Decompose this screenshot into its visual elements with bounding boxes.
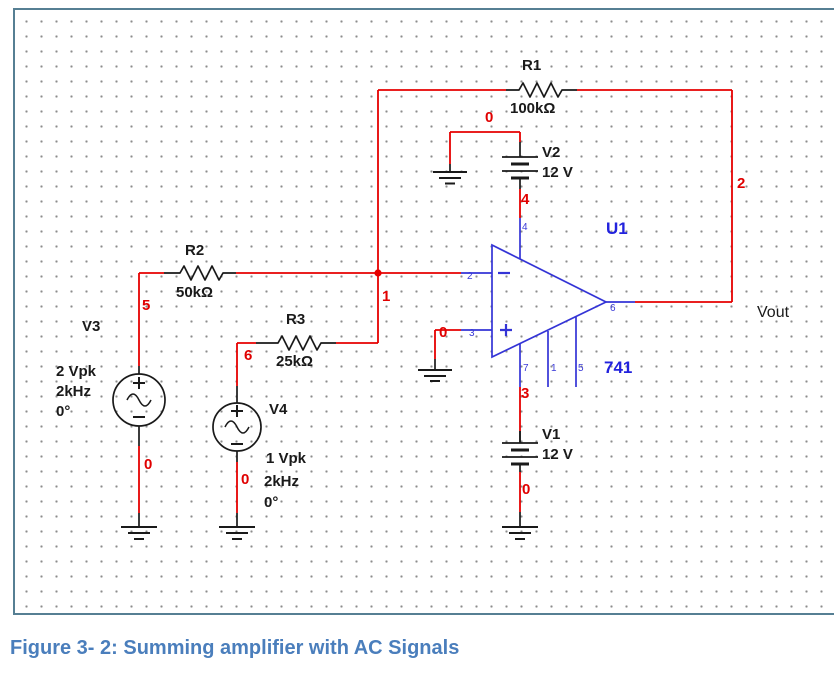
r1-value-label: 100kΩ xyxy=(510,100,556,117)
net-0-v4-label: 0 xyxy=(241,471,250,488)
schematic-canvas xyxy=(13,8,834,615)
r3-value-label: 25kΩ xyxy=(276,353,314,370)
u1-pin2-label: 2 xyxy=(467,271,473,282)
v3-frequency-label: 2kHz xyxy=(56,383,92,400)
u1-pin5-label: 5 xyxy=(578,363,584,374)
net-3-label: 3 xyxy=(521,385,530,402)
u1-part-label: 741 xyxy=(604,358,633,377)
v3-phase-label: 0° xyxy=(56,403,71,420)
r2-ref-label: R2 xyxy=(185,242,205,259)
v1-ref-label: V1 xyxy=(542,426,561,443)
net-0-v1-label: 0 xyxy=(522,481,531,498)
net-0-v3-label: 0 xyxy=(144,456,153,473)
figure-caption: Figure 3- 2: Summing amplifier with AC S… xyxy=(10,637,460,659)
v3-amplitude-label: 2 Vpk xyxy=(56,363,97,380)
u1-pin4-label: 4 xyxy=(522,222,528,233)
v4-phase-label: 0° xyxy=(264,494,279,511)
u1-ref-label: U1 xyxy=(606,219,628,238)
r1-ref-label: R1 xyxy=(522,57,542,74)
net-0-pin3-label: 0 xyxy=(439,324,448,341)
net-1-label: 1 xyxy=(382,288,391,305)
net-4-label: 4 xyxy=(521,191,530,208)
v3-ref-label: V3 xyxy=(82,318,101,335)
u1-pin7-label: 7 xyxy=(523,363,529,374)
vout-label: Vout xyxy=(757,304,790,321)
net-6-label: 6 xyxy=(244,347,253,364)
v4-frequency-label: 2kHz xyxy=(264,473,300,490)
net-2-label: 2 xyxy=(737,175,746,192)
u1-pin3-label: 3 xyxy=(469,328,475,339)
u1-pin1-label: 1 xyxy=(551,363,557,374)
net-5-label: 5 xyxy=(142,297,151,314)
v1-value-label: 12 V xyxy=(542,446,573,463)
v2-ref-label: V2 xyxy=(542,144,561,161)
r2-value-label: 50kΩ xyxy=(176,284,214,301)
net-0-v2-label: 0 xyxy=(485,109,494,126)
r3-ref-label: R3 xyxy=(286,311,306,328)
v4-amplitude-label: 1 Vpk xyxy=(266,450,307,467)
v2-value-label: 12 V xyxy=(542,164,573,181)
v4-ref-label: V4 xyxy=(269,401,288,418)
u1-pin6-label: 6 xyxy=(610,303,616,314)
